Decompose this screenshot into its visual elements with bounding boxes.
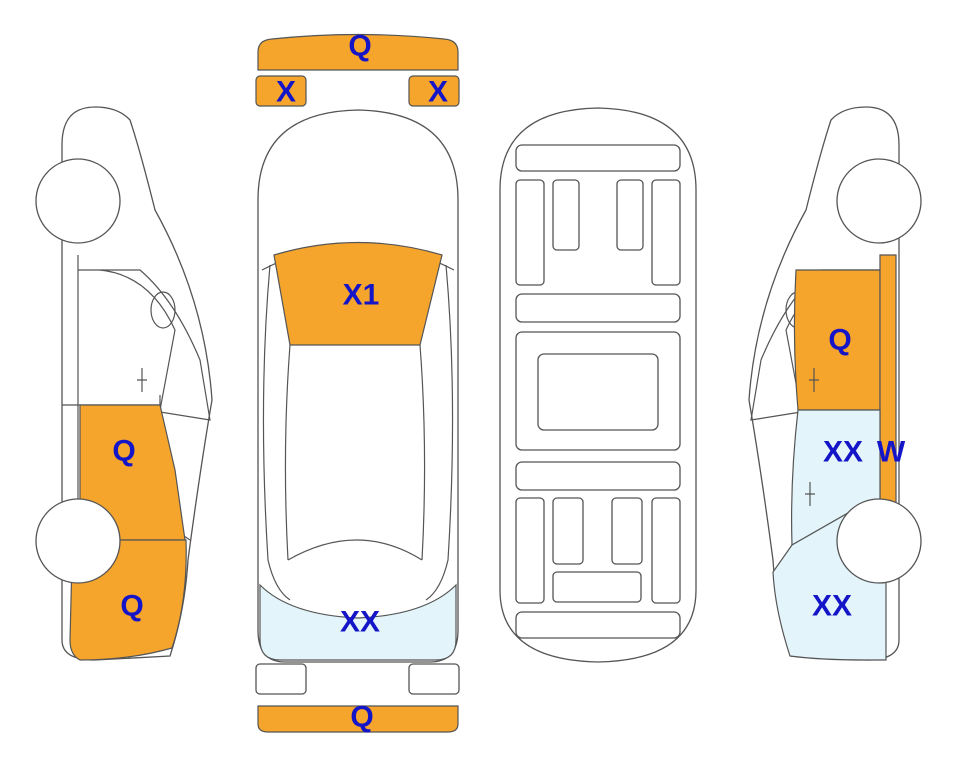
right-rear-wheel xyxy=(836,498,922,584)
underbody-view xyxy=(499,107,697,663)
left-side-view: Q Q xyxy=(35,106,213,661)
top-view-cabin-left xyxy=(262,264,291,601)
taillight-left xyxy=(255,663,307,695)
left-front-wheel xyxy=(35,158,121,244)
underbody-crossmember-1 xyxy=(515,293,681,323)
underbody-front-bar xyxy=(515,144,681,172)
underbody-rail-rr xyxy=(651,497,681,604)
left-side-roof-line xyxy=(77,255,211,500)
front-bumper-label: Q xyxy=(348,30,371,63)
underbody-rail-fl xyxy=(515,179,545,286)
right-side-handle-2 xyxy=(805,482,815,506)
left-rear-quarter-label: Q xyxy=(120,590,143,623)
underbody-block-rl xyxy=(552,497,584,565)
rear-window-panel xyxy=(259,583,457,661)
rear-bumper-label: Q xyxy=(350,701,373,734)
taillight-right xyxy=(408,663,460,695)
underbody-block-fl xyxy=(552,179,580,251)
right-rear-door-label: Q xyxy=(828,324,851,357)
underbody-block-rr xyxy=(611,497,643,565)
right-side-handle-1 xyxy=(809,368,819,392)
top-view: Q X X X1 XX Q xyxy=(255,30,460,734)
right-front-wheel xyxy=(836,158,922,244)
underbody-rail-rl xyxy=(515,497,545,604)
headlight-right-label: X xyxy=(428,76,448,109)
underbody-center-plate xyxy=(537,353,659,431)
windshield-panel xyxy=(273,241,443,346)
right-rear-door-lower-label: XX xyxy=(823,436,863,469)
left-rear-wheel xyxy=(35,498,121,584)
underbody-rear-bar xyxy=(515,611,681,639)
rear-bumper-panel xyxy=(257,705,459,733)
left-rear-door-label: Q xyxy=(112,435,135,468)
top-view-roof xyxy=(284,344,426,561)
top-view-cabin-right xyxy=(425,264,454,601)
underbody-rail-fr xyxy=(651,179,681,286)
right-rear-quarter-label: XX xyxy=(812,590,852,623)
windshield-label: X1 xyxy=(343,279,380,312)
rear-window-label: XX xyxy=(340,606,380,639)
headlight-left-panel xyxy=(255,75,307,107)
headlight-right-panel xyxy=(408,75,460,107)
headlight-left-label: X xyxy=(276,76,296,109)
left-side-handle-1 xyxy=(137,368,147,392)
underbody-crossmember-2 xyxy=(515,461,681,491)
left-side-mirror xyxy=(150,291,176,329)
right-pillar-label: W xyxy=(877,436,906,469)
front-bumper-panel xyxy=(257,33,459,71)
underbody-rear-center xyxy=(552,571,642,603)
underbody-block-fr xyxy=(616,179,644,251)
right-side-view: Q XX W XX xyxy=(748,106,922,661)
